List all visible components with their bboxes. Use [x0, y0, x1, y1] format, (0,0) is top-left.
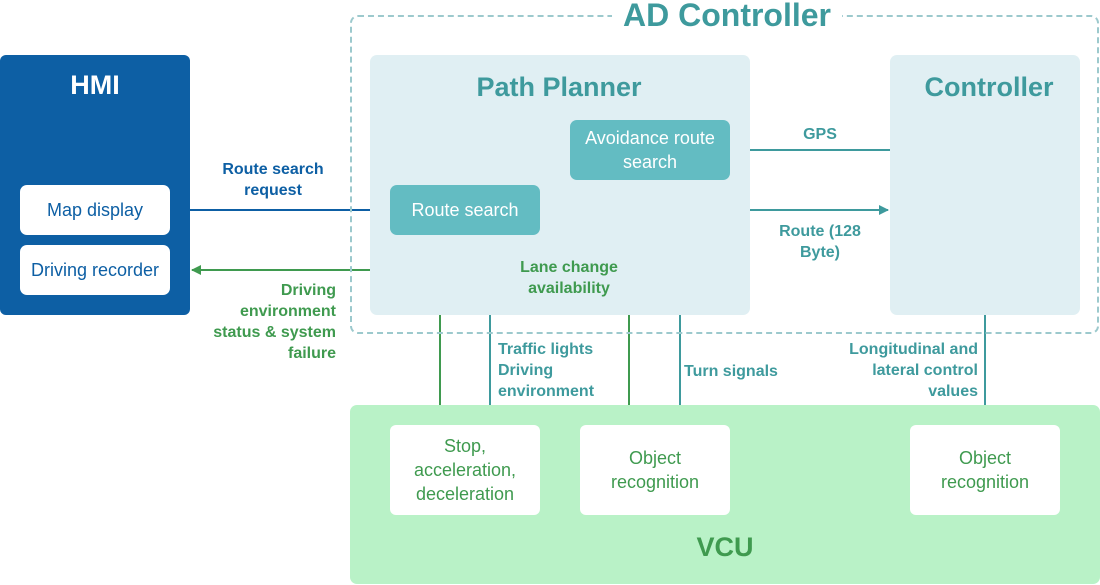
map-display-box: Map display [20, 185, 170, 235]
driving-env-status-label: Driving environment status & system fail… [213, 282, 336, 362]
object-recognition-box-2: Object recognition [910, 425, 1060, 515]
stop-acceleration-box: Stop, acceleration, deceleration [390, 425, 540, 515]
controller-panel [890, 55, 1080, 315]
hmi-title: HMI [70, 70, 120, 100]
avoidance-route-search-box: Avoidance route search [570, 120, 730, 180]
long-lat-control-label: Longitudinal and lateral control values [849, 341, 978, 400]
object-recognition-box-1: Object recognition [580, 425, 730, 515]
controller-title: Controller [924, 72, 1054, 102]
driving-recorder-box: Driving recorder [20, 245, 170, 295]
route-search-request-label: Route search request [222, 161, 324, 199]
lane-change-label: Lane change availability [520, 259, 618, 297]
route-search-box: Route search [390, 185, 540, 235]
traffic-lights-label: Traffic lights Driving environment [498, 341, 595, 400]
gps-label: GPS [803, 126, 837, 143]
turn-signals-label: Turn signals [684, 363, 778, 380]
path-planner-title: Path Planner [476, 72, 642, 102]
route-label: Route (128 Byte) [779, 223, 861, 261]
vcu-title: VCU [696, 532, 754, 562]
ad-controller-title: AD Controller [612, 0, 842, 36]
